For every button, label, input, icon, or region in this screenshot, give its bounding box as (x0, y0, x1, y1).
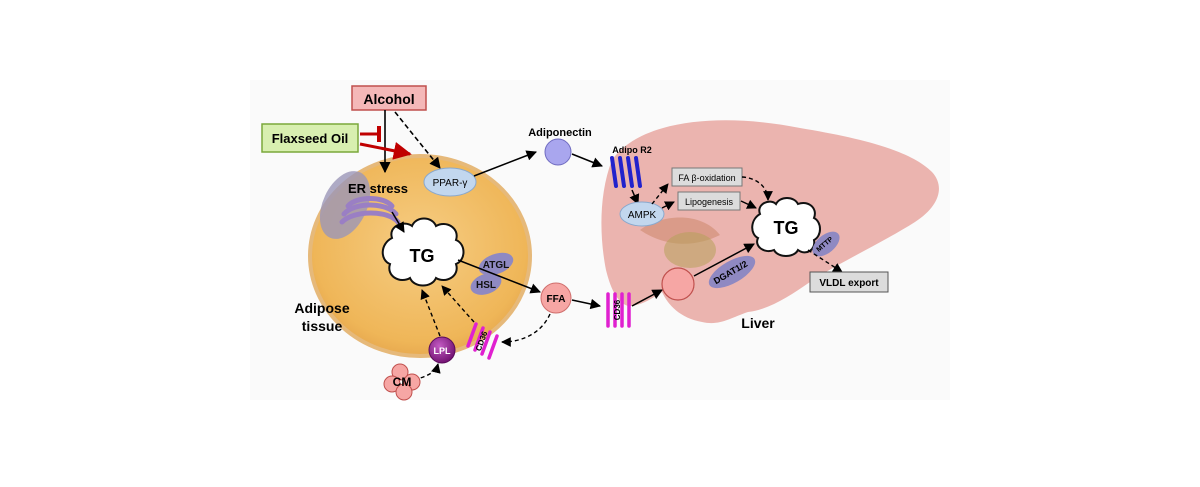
arrow-cd36-adipose-tg (441, 285, 475, 323)
endoplasmic-reticulum-icon (339, 196, 401, 225)
adiponectin-label: Adiponectin (528, 127, 592, 139)
liver-label: Liver (741, 315, 775, 331)
arrow-ampk-fa-oxidation (651, 183, 669, 205)
lpl-node (428, 336, 456, 364)
cm-label: CM (393, 375, 412, 389)
ppar-gamma-node (423, 167, 477, 197)
fa-oxidation-label: FA β-oxidation (678, 173, 735, 183)
mttp-node (812, 231, 840, 257)
lipogenesis-label: Lipogenesis (685, 197, 734, 207)
ampk-node (619, 201, 665, 227)
arrow-liver-ffa-tg (693, 243, 755, 277)
lipogenesis-box (677, 191, 741, 211)
arrow-lipogenesis-tg (740, 199, 757, 209)
arrow-ppar-adiponectin (473, 150, 537, 177)
ampk-label: AMPK (628, 210, 657, 221)
flaxseed-oil-box (261, 123, 359, 153)
arrow-ampk-lipogenesis (661, 201, 675, 211)
cd36-liver-label: CD36 (613, 299, 622, 320)
cd36-adipose-receptor-icon (466, 322, 499, 360)
alcohol-box (351, 85, 427, 111)
adipose-tissue-label-line1: Adipose (294, 300, 349, 316)
arrow-er-stress-tg (391, 211, 405, 233)
tg-adipose-cloud (381, 217, 465, 287)
ffa-node (540, 282, 572, 314)
atgl-node (478, 252, 514, 276)
adipose-tissue-label-line2: tissue (302, 318, 343, 334)
arrow-alcohol-ppar (394, 111, 441, 169)
ffa-label: FFA (547, 294, 566, 305)
tg-adipose-label: TG (410, 246, 435, 266)
liver-ffa-node (661, 267, 695, 301)
adipo-r2-label: Adipo R2 (612, 145, 652, 155)
adipocyte-nucleus (319, 171, 371, 239)
alcohol-label: Alcohol (363, 91, 414, 107)
adipo-r2-receptor-icon (610, 156, 642, 188)
ppar-gamma-label: PPAR-γ (433, 178, 468, 189)
cd36-liver-receptor-icon (606, 292, 631, 328)
arrow-fa-oxidation-tg (741, 176, 773, 201)
dgat-node (708, 255, 756, 289)
arrow-adiponectin-adipor2 (571, 153, 603, 168)
gallbladder (664, 232, 716, 268)
adiponectin-node (544, 138, 572, 166)
vldl-export-label: VLDL export (819, 278, 879, 289)
hsl-node (470, 273, 502, 295)
arrow-ffa-cd36-liver (571, 298, 602, 310)
arrow-flaxseed-ppar (359, 141, 412, 160)
chylomicron-cluster (383, 363, 421, 401)
arrow-ffa-cd36-adipose (501, 313, 551, 347)
flaxseed-oil-label: Flaxseed Oil (272, 131, 349, 146)
er-stress-label: ER stress (348, 181, 408, 196)
arrow-cd36-liver-ffa (631, 289, 663, 307)
hsl-label: HSL (476, 280, 496, 291)
tg-liver-cloud (751, 197, 821, 257)
arrow-adipor2-ampk (629, 189, 640, 205)
vldl-export-box (809, 271, 889, 293)
arrow-tg-ffa (457, 259, 541, 294)
lpl-label: LPL (434, 346, 452, 356)
tg-liver-label: TG (774, 218, 799, 238)
atgl-label: ATGL (483, 260, 509, 271)
arrow-lpl-tg (420, 289, 441, 337)
